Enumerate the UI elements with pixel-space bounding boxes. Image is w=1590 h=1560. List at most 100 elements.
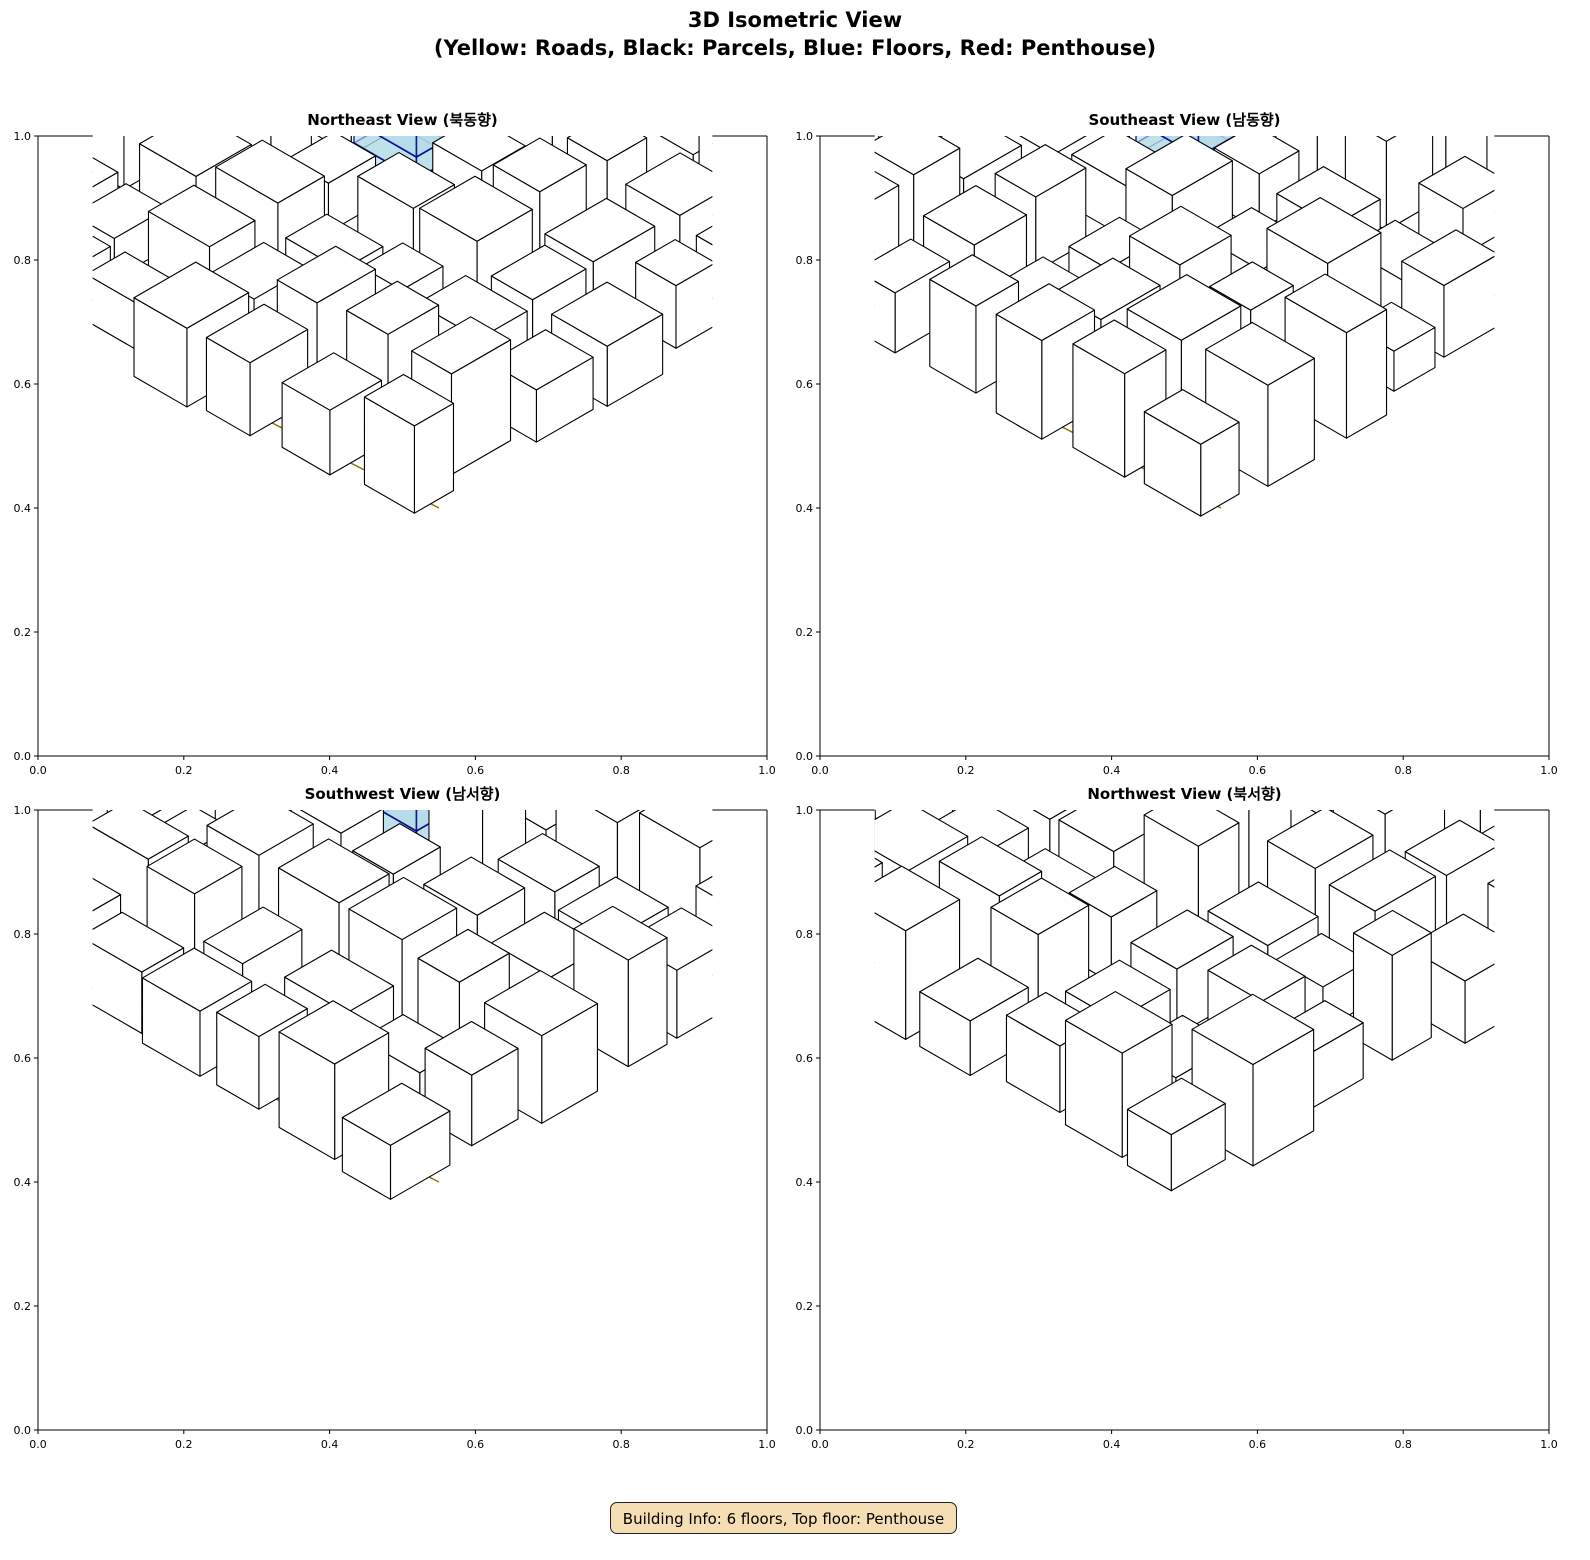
building-face xyxy=(573,905,668,961)
building-face xyxy=(1586,178,1590,281)
building-face xyxy=(424,1020,519,1076)
x-tick-label: 0.4 xyxy=(321,764,339,777)
building-face xyxy=(205,303,309,364)
y-tick-label: 0.4 xyxy=(796,1176,814,1189)
subplot-title: Southwest View (남서향) xyxy=(304,785,501,803)
building-face xyxy=(1126,274,1242,341)
y-tick-label: 0.8 xyxy=(796,254,814,267)
building-face xyxy=(363,373,455,427)
building-face xyxy=(0,176,36,233)
building-face xyxy=(92,183,169,239)
building-face xyxy=(141,947,253,1012)
building-face xyxy=(432,136,526,172)
building-face xyxy=(1275,932,1369,988)
building-face xyxy=(766,846,820,959)
building-face xyxy=(1209,261,1294,311)
floor-face xyxy=(354,55,416,113)
building-face xyxy=(1545,111,1590,243)
floor-face xyxy=(1136,55,1198,113)
x-tick-label: 0.2 xyxy=(957,764,975,777)
building-face xyxy=(276,245,376,304)
x-tick-label: 0.0 xyxy=(29,764,47,777)
building-face xyxy=(1205,321,1315,386)
building-face xyxy=(1328,849,1436,912)
building-face xyxy=(146,838,243,895)
building-face xyxy=(92,911,185,973)
building-face xyxy=(638,810,713,849)
building-face xyxy=(874,865,961,932)
y-tick-label: 0.0 xyxy=(796,1424,814,1437)
building-face xyxy=(635,239,713,287)
subplot-title: Southeast View (남동향) xyxy=(1088,111,1281,129)
building-face xyxy=(1032,810,1067,820)
building-face xyxy=(544,197,656,263)
y-tick-label: 0.6 xyxy=(14,1052,32,1065)
y-tick-label: 0.2 xyxy=(796,1300,814,1313)
building-face xyxy=(927,0,976,1)
subplot-title: Northwest View (북서향) xyxy=(1087,785,1282,803)
y-tick-label: 1.0 xyxy=(14,804,32,817)
parcel-building xyxy=(874,857,883,964)
building-face xyxy=(1537,889,1577,985)
scene xyxy=(0,0,713,514)
parcel-building xyxy=(1143,389,1240,517)
building-face xyxy=(976,0,1030,1)
building-face xyxy=(417,928,510,983)
x-tick-label: 0.6 xyxy=(1249,764,1267,777)
parcel-building xyxy=(698,136,713,217)
building-face xyxy=(346,280,440,335)
building-face xyxy=(1541,255,1585,322)
parcel-building xyxy=(1479,825,1495,896)
building-face xyxy=(1552,861,1590,949)
x-tick-label: 0.0 xyxy=(29,1438,47,1451)
building-face xyxy=(1130,909,1234,970)
building-face xyxy=(215,139,325,204)
building-face xyxy=(767,654,808,753)
y-tick-label: 0.4 xyxy=(14,502,32,515)
y-tick-label: 0.8 xyxy=(14,928,32,941)
building-face xyxy=(423,0,484,1)
parcel-building xyxy=(874,136,880,210)
building-face xyxy=(411,316,512,375)
building-face xyxy=(695,875,713,897)
building-face xyxy=(1376,136,1397,142)
building-face xyxy=(1276,62,1368,115)
building-face xyxy=(133,261,250,329)
building-face xyxy=(1549,801,1590,872)
x-tick-label: 1.0 xyxy=(1540,1438,1558,1451)
building-face xyxy=(938,836,1043,897)
title-line-2: (Yellow: Roads, Black: Parcels, Blue: Fl… xyxy=(433,36,1157,60)
building-face xyxy=(1487,879,1495,888)
building-face xyxy=(352,823,441,875)
x-tick-label: 0.8 xyxy=(1394,764,1412,777)
building-face xyxy=(874,136,961,176)
building-face xyxy=(778,59,819,163)
building-face xyxy=(1284,273,1388,334)
building-face xyxy=(92,810,189,860)
building-face xyxy=(1352,909,1432,956)
x-tick-label: 0.8 xyxy=(1394,1438,1412,1451)
parcel-building xyxy=(556,0,660,1)
building-face xyxy=(1479,825,1495,844)
building-face xyxy=(772,777,817,869)
y-tick-label: 0.6 xyxy=(796,1052,814,1065)
building-face xyxy=(484,970,598,1037)
building-face xyxy=(929,254,1020,307)
y-tick-label: 1.0 xyxy=(796,804,814,817)
building-face xyxy=(206,810,314,856)
building-face xyxy=(594,810,641,824)
parcel-building xyxy=(919,957,1029,1076)
building-face xyxy=(492,54,599,116)
building-face xyxy=(348,876,458,941)
building-face xyxy=(1549,770,1590,828)
building-info-box: Building Info: 6 floors, Top floor: Pent… xyxy=(610,1502,957,1534)
floor-face xyxy=(416,63,464,113)
parcel-building xyxy=(1352,909,1432,1061)
building-face xyxy=(1553,634,1590,697)
x-tick-label: 0.6 xyxy=(467,764,485,777)
building-face xyxy=(1143,810,1240,847)
building-face xyxy=(1058,810,1170,853)
